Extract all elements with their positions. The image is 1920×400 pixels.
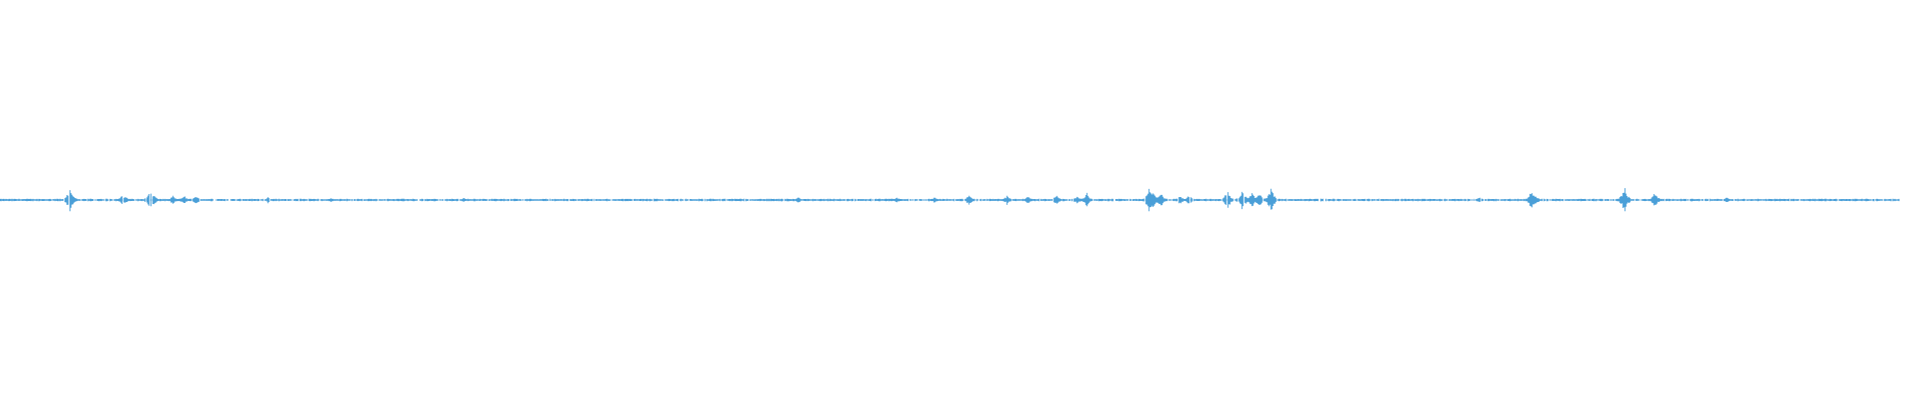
waveform-signal xyxy=(0,188,1900,212)
